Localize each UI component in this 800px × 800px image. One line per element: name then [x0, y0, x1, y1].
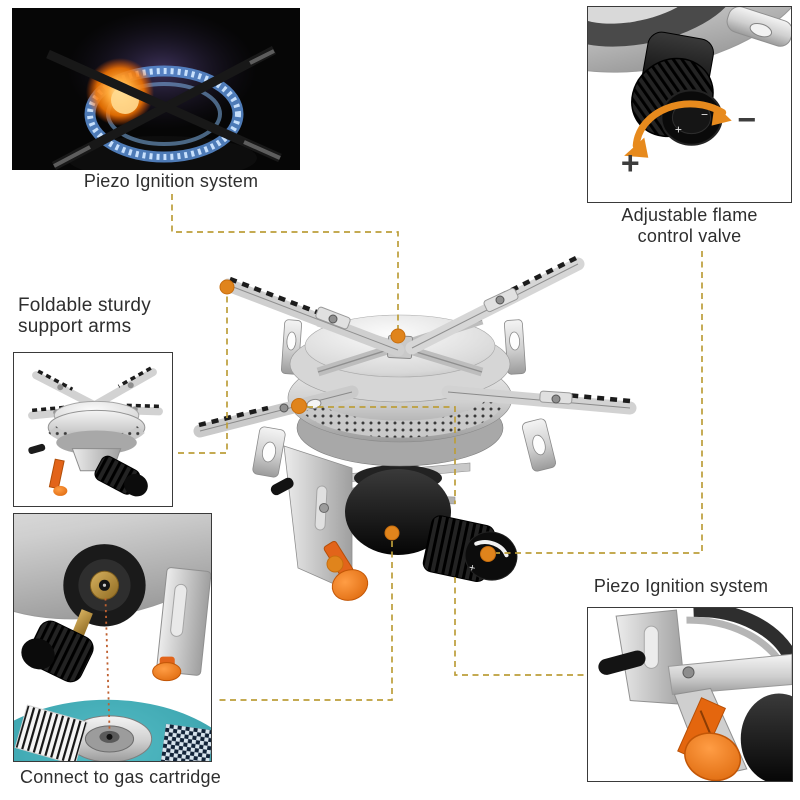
piezo-button — [53, 485, 68, 496]
flame-photo-art — [12, 8, 300, 170]
caption-cartridge-text: Connect to gas cartridge — [20, 767, 221, 787]
caption-foldable-line2: support arms — [18, 316, 132, 337]
connector-piezo-right-a — [307, 406, 456, 504]
cartridge-connector — [63, 544, 146, 627]
arm-upper-left — [221, 276, 405, 357]
dome-cross-bars — [316, 315, 484, 377]
dot-valve-body — [384, 525, 400, 541]
bracket-slot — [643, 625, 659, 669]
black-lever — [28, 443, 46, 454]
cartridge-inset — [13, 513, 212, 762]
lower-frame — [299, 462, 471, 505]
folded-stove-inset — [13, 352, 173, 507]
plus-sign: + — [621, 145, 640, 181]
knob-plus-mark: + — [675, 123, 682, 137]
piezo-cap — [152, 656, 182, 682]
caption-piezo-right-text: Piezo Ignition system — [593, 576, 769, 596]
ignition-bracket — [270, 445, 353, 593]
center-hub — [387, 334, 413, 360]
support-arm-fragment — [726, 7, 791, 47]
piezo-lever — [323, 540, 354, 578]
caption-piezo-top-text: Piezo Ignition system — [83, 171, 259, 191]
screw — [682, 666, 695, 679]
burner — [287, 314, 513, 467]
caption-flame-valve-line2: control valve — [637, 226, 742, 246]
folded-arm-teeth — [31, 366, 159, 413]
caption-foldable-line1: Foldable sturdy — [18, 295, 151, 316]
dot-arm-tip — [219, 279, 235, 295]
connector-foldable — [178, 294, 228, 454]
cartridge-inset-art — [14, 514, 211, 761]
frame-arm — [667, 653, 792, 696]
piezo-inset-art — [598, 608, 792, 781]
dot-arm-hinge — [291, 398, 307, 414]
dot-piezo-button — [326, 555, 344, 573]
valve-inset-art: − + − + — [588, 7, 791, 181]
arm-lower-left — [193, 385, 359, 438]
burner-ring-edge — [693, 608, 792, 664]
minus-sign: − — [737, 102, 756, 138]
mount-bracket — [156, 567, 211, 676]
valve-body-fragment — [740, 693, 792, 781]
flame-photo — [12, 8, 300, 170]
piezo-inset — [587, 607, 793, 782]
piezo-button — [684, 732, 742, 781]
folded-stove-art — [28, 366, 163, 497]
caption-cartridge: Connect to gas cartridge — [20, 767, 221, 788]
arm-upper-right — [405, 255, 585, 355]
arm-lower-right — [441, 385, 637, 415]
rotation-arrow-icon — [624, 100, 732, 158]
caption-flame-valve: Adjustable flame control valve — [587, 205, 792, 247]
connector-flame-valve — [496, 251, 703, 554]
knob-minus-mark: − — [701, 108, 708, 122]
slider-slot — [699, 710, 712, 736]
cartridge-valve — [66, 715, 153, 761]
valve-housing — [345, 465, 451, 555]
connector-piezo-right-b — [454, 577, 586, 676]
dome-divider-lines — [317, 319, 483, 373]
valve-inset: − + − + — [587, 6, 792, 203]
caption-piezo-right: Piezo Ignition system — [578, 576, 784, 597]
connector-piezo-top — [171, 194, 399, 329]
flame-jets — [87, 68, 241, 160]
black-lever — [598, 650, 646, 675]
dot-knob-face — [480, 546, 496, 562]
knob-plus-mark: + — [468, 562, 477, 575]
piezo-button — [331, 569, 369, 601]
connector-cartridge — [217, 541, 393, 701]
pot-support-silhouette — [46, 46, 282, 170]
caption-foldable: Foldable sturdy support arms — [18, 295, 151, 337]
piezo-lever — [48, 458, 65, 490]
support-arms — [193, 255, 637, 438]
barcode — [14, 704, 88, 761]
neck-threads — [383, 455, 417, 467]
valve-knob — [94, 455, 148, 497]
knob-arc-mark — [474, 540, 509, 558]
support-legs — [252, 319, 557, 478]
caption-flame-valve-line1: Adjustable flame — [621, 205, 758, 225]
control-knob — [21, 620, 94, 683]
caption-piezo-top: Piezo Ignition system — [12, 171, 330, 192]
black-lever — [270, 477, 294, 496]
qr-code — [159, 723, 211, 761]
burner-neck — [381, 449, 419, 475]
pot-support-highlights — [53, 49, 281, 168]
valve-stem — [71, 609, 93, 638]
perforation-band — [297, 397, 503, 438]
alignment-dotted-line — [104, 598, 111, 729]
flame-control-knob: + — [422, 515, 518, 583]
dot-burner-top — [390, 328, 406, 344]
